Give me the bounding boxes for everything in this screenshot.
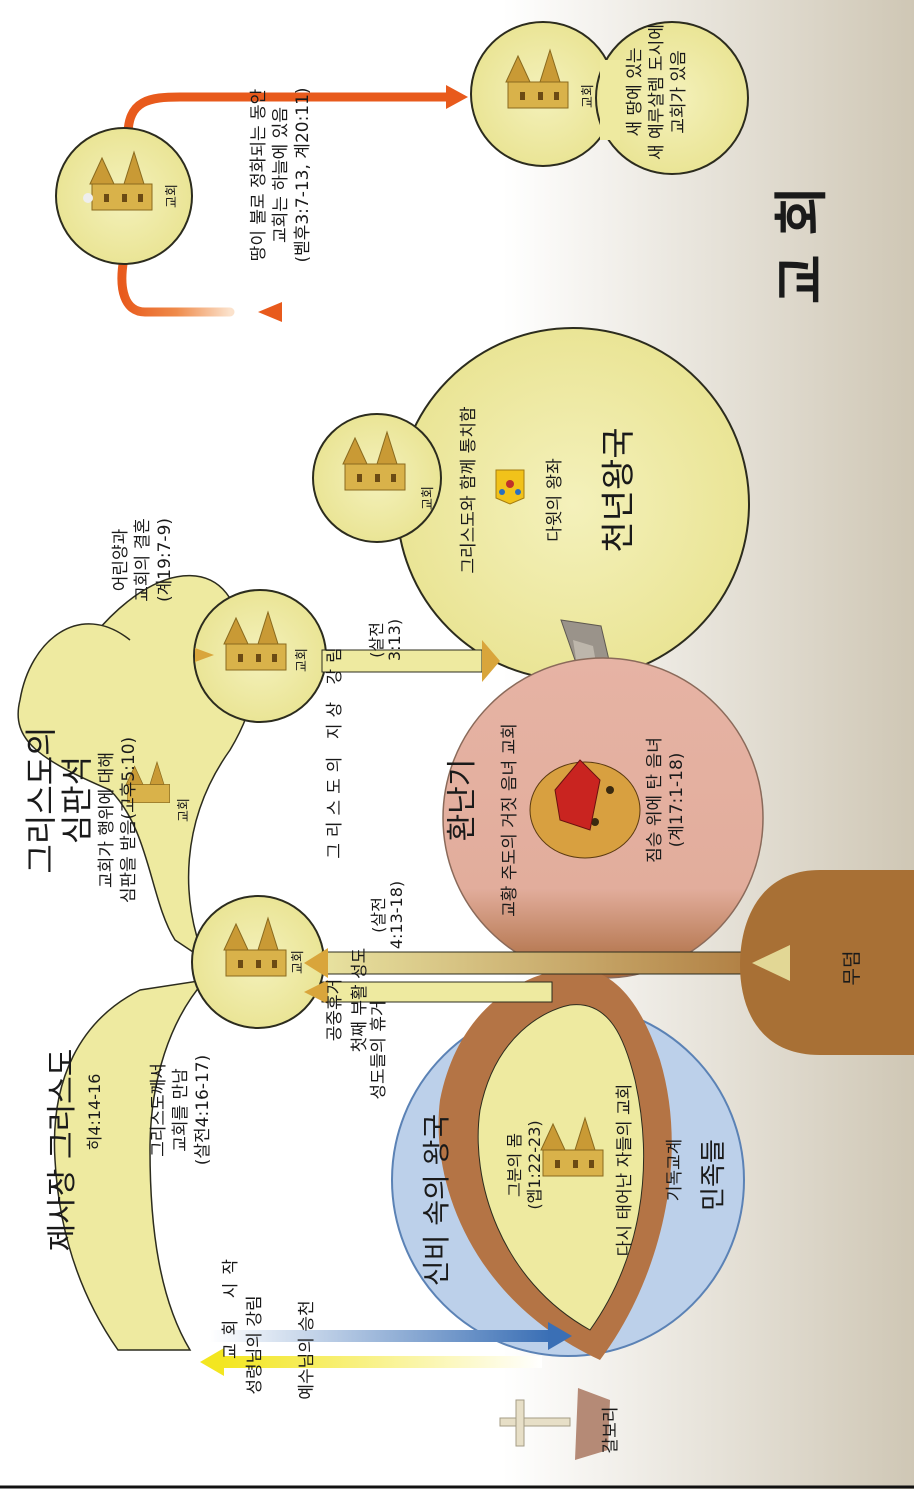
heaven-line-1: 땅이 불로 정화되는 동안	[249, 88, 269, 261]
church-building-icon	[125, 760, 170, 803]
millennium-label: 천년왕국	[599, 427, 639, 552]
judgment-seat-title-2: 심판석	[58, 756, 96, 844]
harlot-on-beast-icon	[529, 759, 641, 859]
wedding-line-3: (계19:7-9)	[155, 518, 175, 602]
judgment-desc-2: 심판을 받음(고후5:10)	[119, 737, 139, 903]
harlot-line-2: (계17:1-18)	[667, 753, 687, 848]
meet-church-3: (살전4:16-17)	[193, 1055, 213, 1166]
page-title: 교 회	[770, 186, 833, 304]
reign-with-christ: 그리스도와 함께 통치함	[459, 406, 479, 574]
high-priest-shape	[53, 978, 207, 1351]
golgotha-label: 갈보리	[601, 1407, 621, 1454]
church-label: 교회	[581, 84, 596, 108]
christendom: 기독교계	[665, 1139, 685, 1202]
new-earth-arrow	[123, 92, 460, 140]
nations: 민족들	[699, 1139, 729, 1211]
first-resurrection: 첫째 부활 성도	[350, 948, 370, 1053]
holy-spirit-arrowhead	[548, 1322, 572, 1350]
bubble-merge	[600, 60, 620, 140]
rapture-ref-1: (살전	[369, 897, 388, 933]
church-building-icon	[540, 1116, 604, 1177]
church-start: 교회 시작	[221, 1251, 241, 1359]
david-throne: 다윗의 왕좌	[545, 458, 565, 542]
church-building-icon	[342, 430, 406, 491]
heaven-arrowhead-left	[258, 302, 282, 322]
high-priest-title: 제사장 그리스도	[45, 1049, 80, 1252]
church-label: 교회	[295, 648, 310, 672]
judgment-desc-1: 교회가 행위에 대해	[97, 752, 117, 888]
ascension: 예수님의 승천	[297, 1300, 317, 1399]
church-label: 교회	[421, 486, 436, 510]
new-earth-bubble-2	[595, 21, 749, 175]
new-earth-line-1: 새 땅에 있는	[625, 47, 645, 136]
harlot-line-1: 짐승 위에 탄 음녀	[645, 737, 665, 863]
body-line-2: (엡1:22-23)	[525, 1120, 544, 1209]
meet-church-2: 교회를 만남	[171, 1068, 191, 1152]
grave-label: 무덤	[841, 951, 863, 986]
rapture-air: 공중휴거	[325, 979, 345, 1042]
church-building-icon	[83, 150, 153, 211]
second-coming-label: 그리스도의 지상 강림	[325, 641, 345, 859]
kingdom-mystery-label: 신비 속의 왕국	[420, 1114, 453, 1286]
grave-arrows	[752, 945, 790, 981]
living-saints-arrowhead	[304, 980, 328, 1004]
church-label: 교회	[177, 798, 192, 822]
judgment-seat-bubble	[17, 623, 131, 791]
second-coming-arrowhead	[482, 640, 500, 682]
holy-spirit-coming: 성령님의 강림	[245, 1295, 265, 1394]
body-line-1: 그분의 몸	[505, 1133, 524, 1197]
heaven-line-2: 교회는 하늘에 있음	[271, 107, 291, 243]
church-building-icon	[223, 916, 287, 977]
golgotha-cross-icon	[499, 1388, 610, 1460]
living-saints: 성도들의 휴거	[369, 1000, 389, 1099]
grave-mound	[740, 870, 914, 1055]
judgment-seat-title-1: 그리스도의	[22, 726, 60, 873]
second-coming-ref-1: (살전	[367, 622, 386, 658]
resurrection-arrowhead	[304, 948, 328, 978]
wedding-line-2: 교회의 결혼	[133, 518, 153, 602]
wedding-arrowhead	[195, 648, 214, 662]
new-earth-arrowhead	[446, 85, 468, 109]
heaven-line-3: (벧후3:7-13, 계20:11)	[293, 87, 313, 262]
church-label: 교회	[291, 950, 306, 974]
meet-church-1: 그리스도께서	[149, 1063, 169, 1157]
new-earth-line-3: 교회가 있음	[669, 50, 689, 134]
high-priest-ref: 히4:14-16	[85, 1074, 104, 1151]
ascension-arrow	[222, 1356, 542, 1368]
church-building-icon	[223, 610, 287, 671]
holy-spirit-arrow	[210, 1330, 550, 1342]
false-church: 교황 주도의 거짓 음녀 교회	[500, 723, 520, 917]
new-earth-line-2: 새 예루살렘 도시에	[647, 24, 667, 160]
crown-icon	[495, 469, 525, 505]
reborn-church: 다시 태어난 자들의 교회	[615, 1084, 635, 1257]
rapture-ref-2: 4:13-18)	[387, 881, 406, 949]
second-coming-ref-2: 3:13)	[385, 619, 404, 661]
heaven-entry-arrow	[117, 253, 235, 317]
church-label: 교회	[165, 184, 180, 208]
tribulation-label: 환난기	[445, 759, 480, 842]
church-building-icon	[505, 48, 569, 109]
ascension-arrowhead	[200, 1348, 224, 1376]
wedding-line-1: 어린양과	[111, 528, 131, 591]
